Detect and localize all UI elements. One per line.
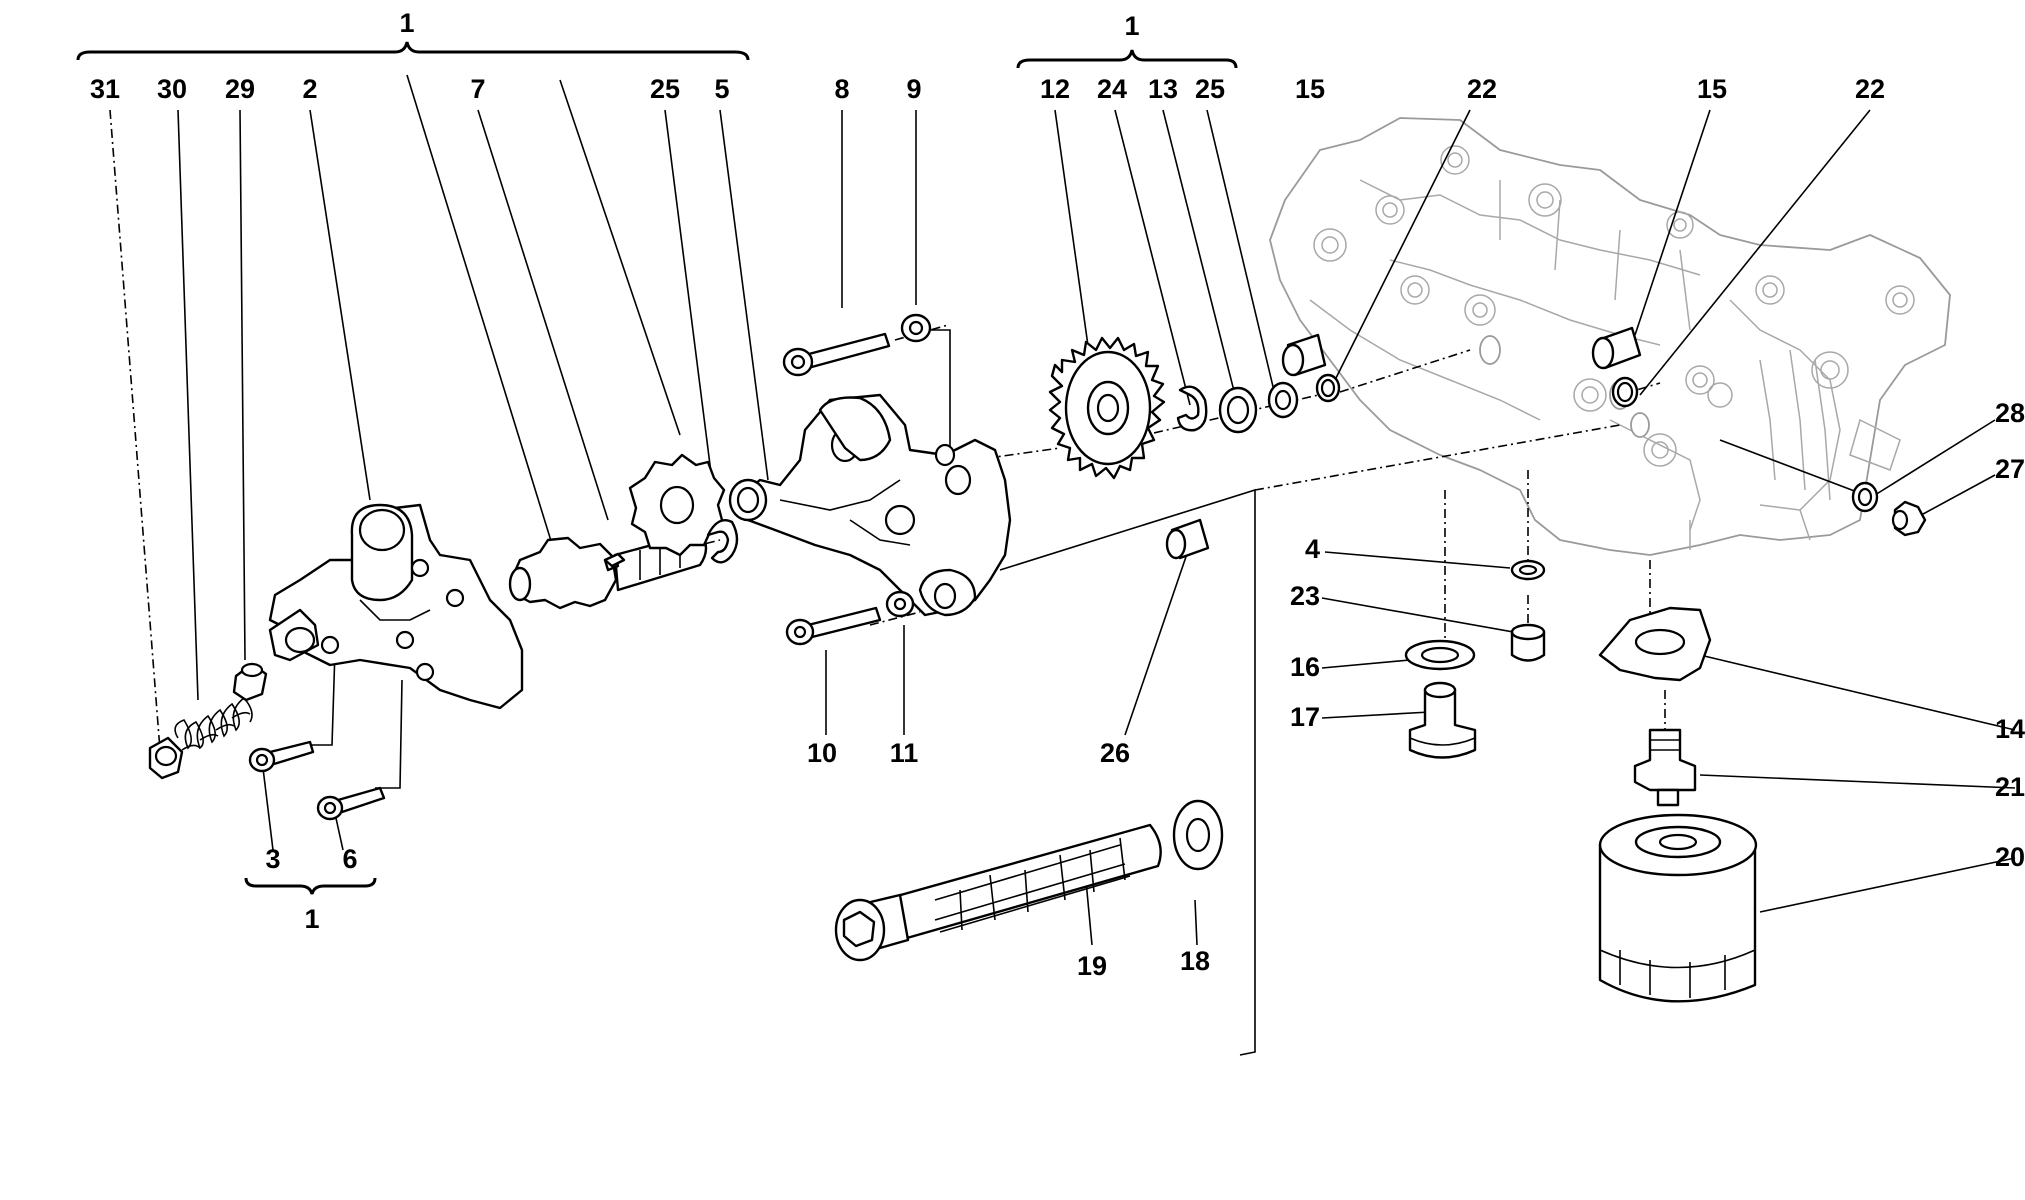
callout-26: 26 (1100, 738, 1130, 768)
callout-30: 30 (157, 74, 187, 104)
callout-13: 13 (1148, 74, 1178, 104)
part-14-plate (1598, 606, 1712, 682)
part-22-o-ring-right (1611, 376, 1639, 408)
callout-23: 23 (1290, 581, 1320, 611)
callout-3: 3 (265, 844, 280, 874)
part-26-bushing (1165, 518, 1210, 560)
callout-20: 20 (1995, 842, 2025, 872)
callout-28: 28 (1995, 398, 2025, 428)
callout-29: 29 (225, 74, 255, 104)
callout-17: 17 (1290, 702, 1320, 732)
callout-1-left: 1 (399, 8, 414, 38)
callout-25-left: 25 (650, 74, 680, 104)
assembly-brace-bottom (244, 877, 377, 895)
callout-10: 10 (807, 738, 837, 768)
part-25-circlip (706, 518, 739, 564)
callout-15-right: 15 (1697, 74, 1727, 104)
part-24-circlip (1176, 385, 1208, 432)
callout-9: 9 (906, 74, 921, 104)
part-28-washer (1851, 481, 1879, 513)
callout-2: 2 (302, 74, 317, 104)
part-13-ring (1218, 386, 1258, 434)
assembly-brace-left (76, 41, 750, 61)
part-27-plug (1891, 500, 1927, 537)
callout-12: 12 (1040, 74, 1070, 104)
part-10-bolt (785, 606, 882, 646)
callout-8: 8 (834, 74, 849, 104)
callout-27: 27 (1995, 454, 2025, 484)
callout-11: 11 (890, 738, 919, 768)
callout-labels: 1 31 30 29 2 7 25 5 8 9 1 12 24 13 25 15… (90, 8, 2025, 981)
part-key (603, 552, 626, 568)
part-8-bolt (782, 332, 891, 377)
callout-18: 18 (1180, 946, 1210, 976)
callout-25-middle: 25 (1195, 74, 1225, 104)
callout-22-right: 22 (1855, 74, 1885, 104)
part-17-drain-plug (1408, 681, 1477, 759)
assembly-brace-middle (1016, 49, 1238, 69)
part-23-plug (1510, 623, 1546, 662)
callout-24: 24 (1097, 74, 1127, 104)
callout-1-middle: 1 (1124, 11, 1139, 41)
callout-16: 16 (1290, 652, 1320, 682)
part-25-ring (1267, 381, 1299, 419)
callout-5: 5 (714, 74, 729, 104)
part-25-gear (628, 453, 726, 557)
callout-14: 14 (1995, 714, 2025, 744)
part-29-relief-valve (232, 662, 268, 702)
part-2-pump-body (268, 503, 524, 710)
part-9-washer (900, 313, 932, 343)
part-22-o-ring (1315, 373, 1341, 403)
callout-7: 7 (470, 74, 485, 104)
part-12-drive-gear (1048, 336, 1166, 480)
part-19-oil-strainer (834, 823, 1162, 962)
callout-6: 6 (342, 844, 357, 874)
part-6-bolt (316, 786, 386, 821)
callout-1-bottom: 1 (304, 904, 319, 934)
part-15-bushing (1281, 333, 1327, 377)
part-18-washer (1172, 799, 1224, 871)
part-16-gasket (1404, 639, 1476, 671)
callout-19: 19 (1077, 951, 1107, 981)
part-21-threaded-nipple (1633, 728, 1697, 807)
part-30-spring (174, 696, 253, 751)
part-31-plug (148, 736, 184, 780)
part-5-pump-cover (728, 393, 1012, 617)
callout-15-left: 15 (1295, 74, 1325, 104)
part-15-bushing-right (1591, 326, 1642, 370)
part-20-oil-filter (1598, 813, 1758, 1003)
part-11-washer (885, 590, 915, 618)
part-4-washer (1510, 559, 1546, 581)
callout-4: 4 (1305, 534, 1320, 564)
part-3-bolt (248, 740, 315, 773)
callout-31: 31 (90, 74, 120, 104)
callout-22-left: 22 (1467, 74, 1497, 104)
callout-21: 21 (1995, 772, 2025, 802)
